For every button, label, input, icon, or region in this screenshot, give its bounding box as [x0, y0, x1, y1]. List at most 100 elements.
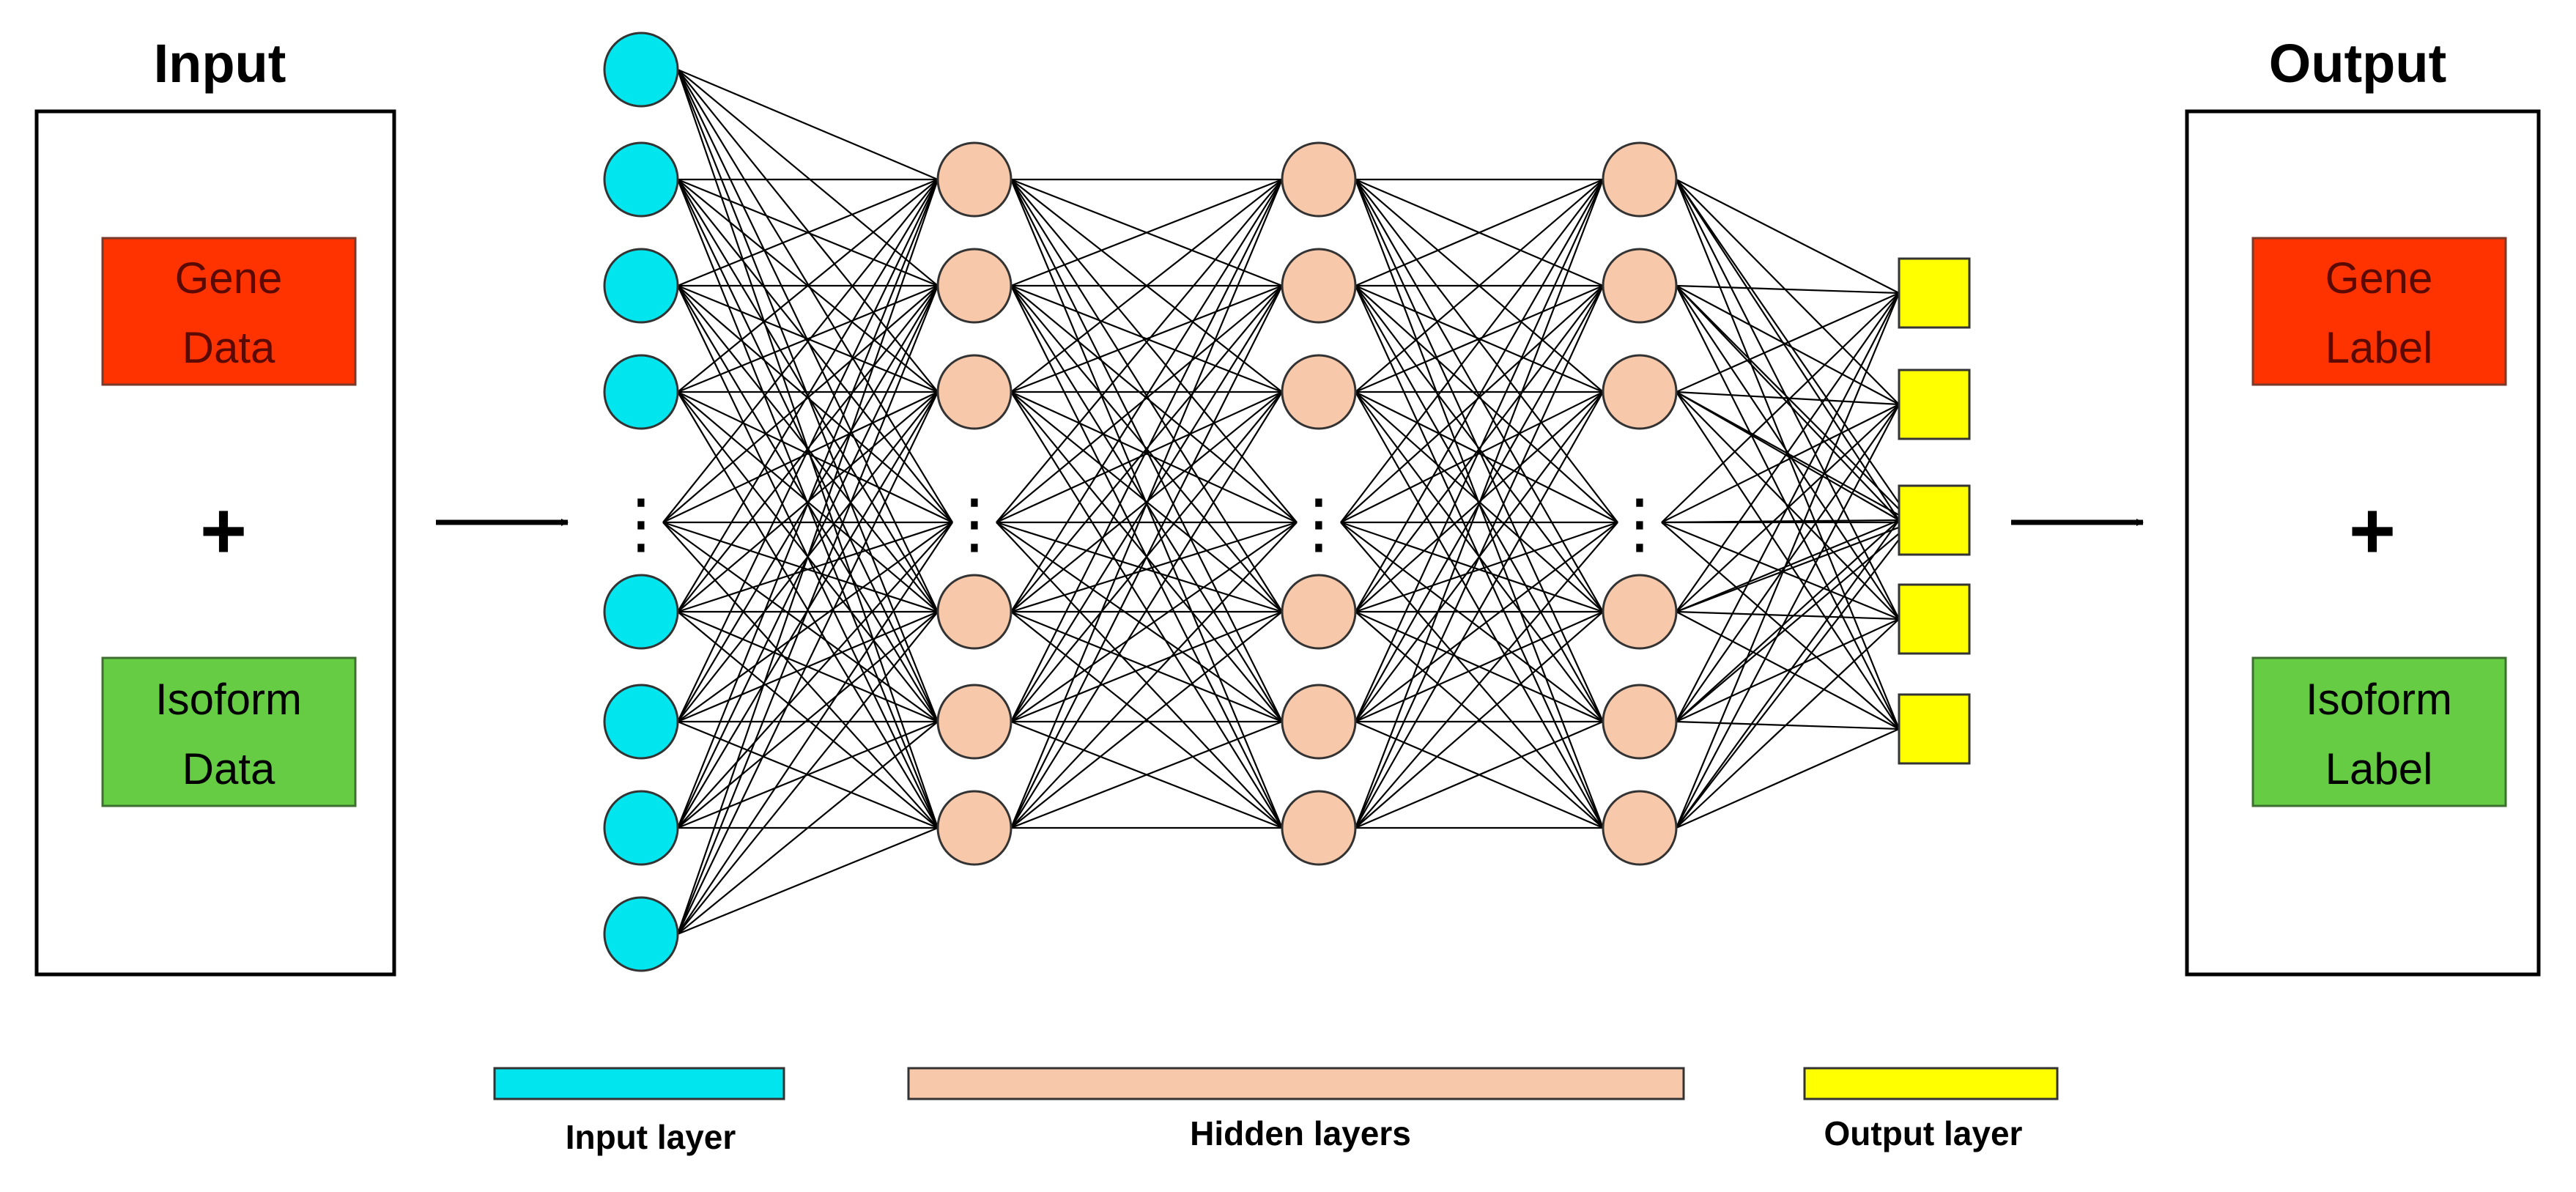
- hidden-node: [936, 684, 1013, 760]
- connection-edge: [676, 179, 939, 935]
- connection-edge: [1010, 522, 1298, 722]
- ellipsis-markers: ⋮ ⋮ ⋮ ⋮: [608, 487, 1673, 560]
- connection-edge: [1676, 618, 1900, 829]
- input-node: [603, 354, 679, 430]
- connection-edge: [1354, 285, 1605, 829]
- connection-edge: [1355, 179, 1604, 612]
- connection-edge: [677, 522, 953, 722]
- connection-edge: [1355, 611, 1604, 829]
- connection-edge: [996, 522, 1283, 722]
- connection-edge: [1010, 179, 1298, 523]
- input-node: [603, 248, 679, 324]
- connection-edge: [1010, 285, 1283, 829]
- connection-edge: [1010, 179, 1283, 612]
- legend-input-label: Input layer: [566, 1118, 736, 1156]
- connection-edge: [1340, 285, 1604, 523]
- connection-edge: [996, 390, 1283, 524]
- isoform-data-box: [101, 656, 357, 807]
- connection-edge: [677, 721, 939, 935]
- connection-edge: [1010, 391, 1283, 829]
- connection-edge: [662, 391, 939, 523]
- hidden3-ellipsis: ⋮: [1607, 487, 1673, 560]
- hidden-node: [1602, 684, 1678, 760]
- network-nodes: [603, 32, 1971, 972]
- output-panel: Output Gene Label + Isoform Label: [2185, 33, 2541, 977]
- connection-edge: [1676, 521, 1913, 613]
- connection-edge: [1355, 720, 1604, 829]
- hidden-node: [1602, 574, 1678, 650]
- connection-edge: [1340, 522, 1604, 722]
- connection-edge: [1355, 610, 1604, 723]
- connection-edge: [1676, 618, 1900, 722]
- legend-output-swatch: [1803, 1067, 2059, 1100]
- hidden-node: [1602, 790, 1678, 866]
- gene-data-line2: Data: [182, 323, 275, 372]
- hidden-node: [1281, 141, 1357, 218]
- connection-edge: [1010, 179, 1283, 722]
- connection-edge: [1676, 720, 1900, 730]
- connection-edge: [1676, 285, 1900, 405]
- connection-edge: [1010, 178, 1283, 287]
- connection-edge: [1010, 179, 1284, 829]
- connection-edge: [1010, 285, 1283, 612]
- isoform-label-line1: Isoform: [2306, 675, 2452, 724]
- connection-edge: [1355, 178, 1604, 287]
- connection-edge: [662, 521, 939, 613]
- hidden-node: [936, 574, 1013, 650]
- connection-edge: [1676, 179, 1913, 523]
- input-panel: Input Gene Data + Isoform Data: [34, 33, 396, 977]
- hidden-node: [1602, 141, 1678, 218]
- connection-edge: [1010, 285, 1298, 523]
- hidden-node: [1281, 354, 1357, 430]
- connection-edge: [996, 522, 1283, 829]
- legend-hidden-label: Hidden layers: [1190, 1114, 1411, 1152]
- network-connections: [662, 68, 1913, 936]
- connection-edge: [1010, 720, 1283, 829]
- connection-edge: [677, 611, 939, 829]
- input-node: [603, 896, 679, 972]
- connection-edge: [677, 179, 953, 523]
- connection-edge: [677, 68, 939, 181]
- connection-edge: [677, 391, 953, 523]
- hidden-node: [1281, 248, 1357, 324]
- connection-edge: [677, 611, 939, 935]
- isoform-data-line2: Data: [182, 744, 275, 793]
- output-node: [1898, 257, 1971, 329]
- isoform-label-line2: Label: [2325, 744, 2433, 793]
- output-node: [1898, 484, 1971, 556]
- connection-edge: [1676, 285, 1900, 521]
- connection-edge: [1661, 521, 1900, 621]
- hidden1-ellipsis: ⋮: [941, 487, 1007, 560]
- connection-edge: [1340, 522, 1604, 829]
- hidden-node: [936, 248, 1013, 324]
- connection-edge: [677, 179, 939, 612]
- connection-edge: [1676, 522, 1913, 829]
- connection-edge: [1661, 404, 1900, 523]
- connection-edge: [1340, 521, 1604, 613]
- connection-edge: [677, 178, 939, 287]
- connection-edge: [1676, 404, 1900, 722]
- input-plus-sign: +: [200, 486, 247, 576]
- connection-edge: [662, 285, 939, 523]
- connection-edge: [1676, 391, 1900, 620]
- gene-label-line1: Gene: [2325, 253, 2433, 303]
- hidden-node: [1602, 354, 1678, 430]
- connection-edge: [1676, 292, 1900, 393]
- connection-edge: [677, 285, 953, 523]
- hidden-node: [1281, 574, 1357, 650]
- connection-edge: [677, 179, 939, 722]
- connection-edge: [1676, 519, 1900, 613]
- input-node: [603, 141, 679, 218]
- input-node: [603, 790, 679, 866]
- output-title: Output: [2269, 33, 2446, 94]
- connection-edge: [1355, 179, 1604, 393]
- input-node: [603, 684, 679, 760]
- connection-edge: [677, 69, 939, 393]
- connection-edge: [1676, 519, 1900, 829]
- connection-edge: [1676, 292, 1900, 612]
- connection-edge: [1676, 285, 1913, 523]
- connection-edge: [677, 522, 953, 935]
- connection-edge: [1010, 179, 1283, 393]
- connection-edge: [1355, 522, 1618, 829]
- connection-edge: [677, 391, 939, 935]
